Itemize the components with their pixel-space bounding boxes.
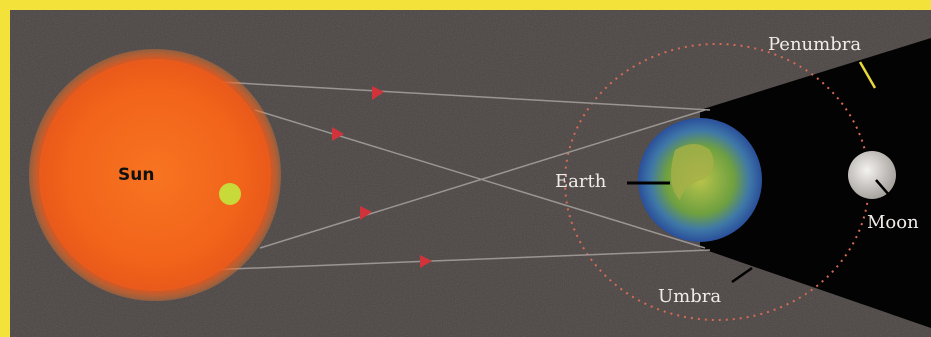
sun-spot [219, 183, 241, 205]
penumbra-label: Penumbra [768, 34, 861, 55]
umbra-pointer [731, 266, 753, 284]
moon-pointer [875, 179, 891, 197]
sun: Sun [29, 49, 281, 301]
ray-upper-outer [149, 77, 711, 111]
eclipse-diagram: Sun Earth Moon Penumbra Umbra [10, 10, 931, 337]
earth: Earth [555, 118, 762, 242]
sun-rays [149, 77, 711, 273]
arrow-cross-up [360, 206, 372, 220]
moon-label: Moon [867, 212, 919, 233]
sun-label: Sun [118, 165, 154, 185]
umbra-label: Umbra [658, 286, 721, 307]
earth-label: Earth [555, 171, 607, 192]
ray-arrows [332, 86, 432, 268]
penumbra-pointer [858, 61, 877, 89]
sun-disk [39, 59, 271, 291]
ray-lower-outer [154, 249, 711, 273]
moon-disk [848, 151, 896, 199]
diagram-canvas: Sun Earth Moon Penumbra Umbra [10, 10, 931, 337]
arrow-cross-down [332, 127, 344, 141]
earth-landmass [671, 144, 714, 200]
moon: Moon [848, 151, 919, 233]
arrow-upper [372, 86, 384, 100]
arrow-lower [420, 255, 432, 268]
earth-shadow-cone [700, 38, 931, 328]
ray-cross-up [259, 109, 706, 249]
